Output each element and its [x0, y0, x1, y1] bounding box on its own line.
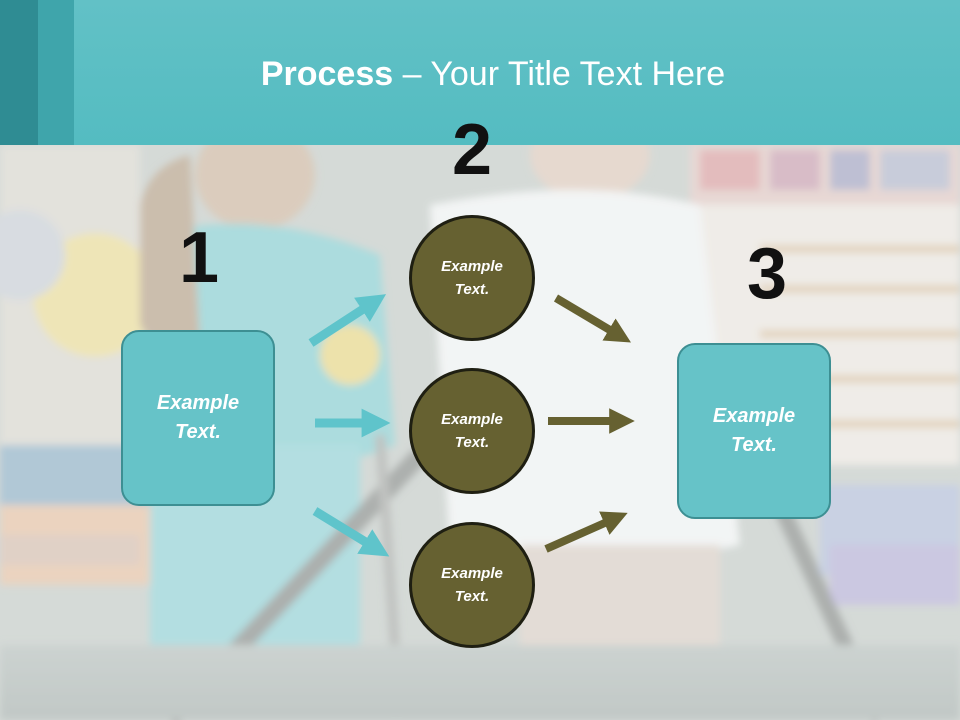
step-number-3: 3: [746, 234, 788, 314]
step-number-1: 1: [178, 218, 220, 298]
left-text-box[interactable]: Example Text.: [121, 330, 275, 506]
arrow-top-to-right: [553, 294, 632, 343]
slide-title[interactable]: Process – Your Title Text Here: [0, 52, 960, 96]
circle-top-label: Example Text.: [441, 258, 503, 298]
arrow-left-to-top: [308, 294, 387, 347]
circle-middle-label: Example Text.: [441, 411, 503, 451]
title-bold-text: Process: [260, 55, 394, 93]
right-box-label: Example Text.: [712, 405, 796, 456]
circle-bottom[interactable]: Example Text.: [409, 522, 535, 648]
circle-top[interactable]: Example Text.: [409, 215, 535, 341]
title-rest-text: – Your Title Text Here: [393, 55, 726, 93]
circle-middle[interactable]: Example Text.: [409, 368, 535, 494]
title-bar: [0, 0, 960, 145]
arrow-bottom-to-right: [544, 511, 628, 553]
header-stripe-mid: [38, 0, 74, 145]
circle-bottom-label: Example Text.: [441, 565, 503, 605]
step-number-2: 2: [451, 110, 493, 190]
right-text-box[interactable]: Example Text.: [677, 343, 831, 519]
left-box-label: Example Text.: [156, 392, 240, 443]
header-stripe-dark: [0, 0, 38, 145]
arrow-left-to-bottom: [312, 507, 390, 557]
